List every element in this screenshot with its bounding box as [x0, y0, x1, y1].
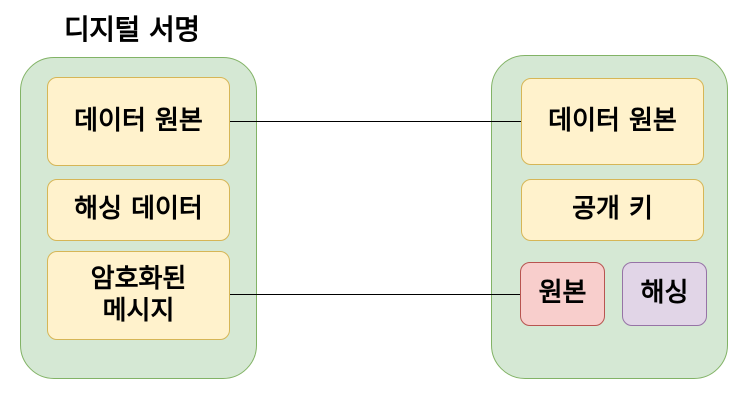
receiver-original-data-label: 데이터 원본 — [548, 105, 677, 136]
receiver-original-box: 원본 — [520, 262, 605, 326]
sender-hashed-data-label: 해싱 데이터 — [74, 194, 203, 225]
receiver-original-data-box: 데이터 원본 — [521, 78, 704, 165]
receiver-public-key-label: 공개 키 — [572, 194, 653, 225]
sender-hashed-data-box: 해싱 데이터 — [47, 179, 230, 241]
sender-original-data-label: 데이터 원본 — [74, 105, 203, 136]
sender-encrypted-message-box: 암호화된 메시지 — [47, 251, 230, 340]
receiver-hash-box: 해싱 — [622, 262, 707, 326]
receiver-public-key-box: 공개 키 — [521, 179, 704, 241]
connector-encrypted-message — [230, 294, 520, 295]
diagram-title: 디지털 서명 — [64, 13, 200, 46]
sender-original-data-box: 데이터 원본 — [47, 77, 230, 166]
receiver-original-label: 원본 — [538, 278, 587, 309]
sender-encrypted-message-label: 암호화된 메시지 — [90, 264, 187, 326]
connector-original-data — [230, 121, 521, 122]
receiver-hash-label: 해싱 — [640, 278, 689, 309]
